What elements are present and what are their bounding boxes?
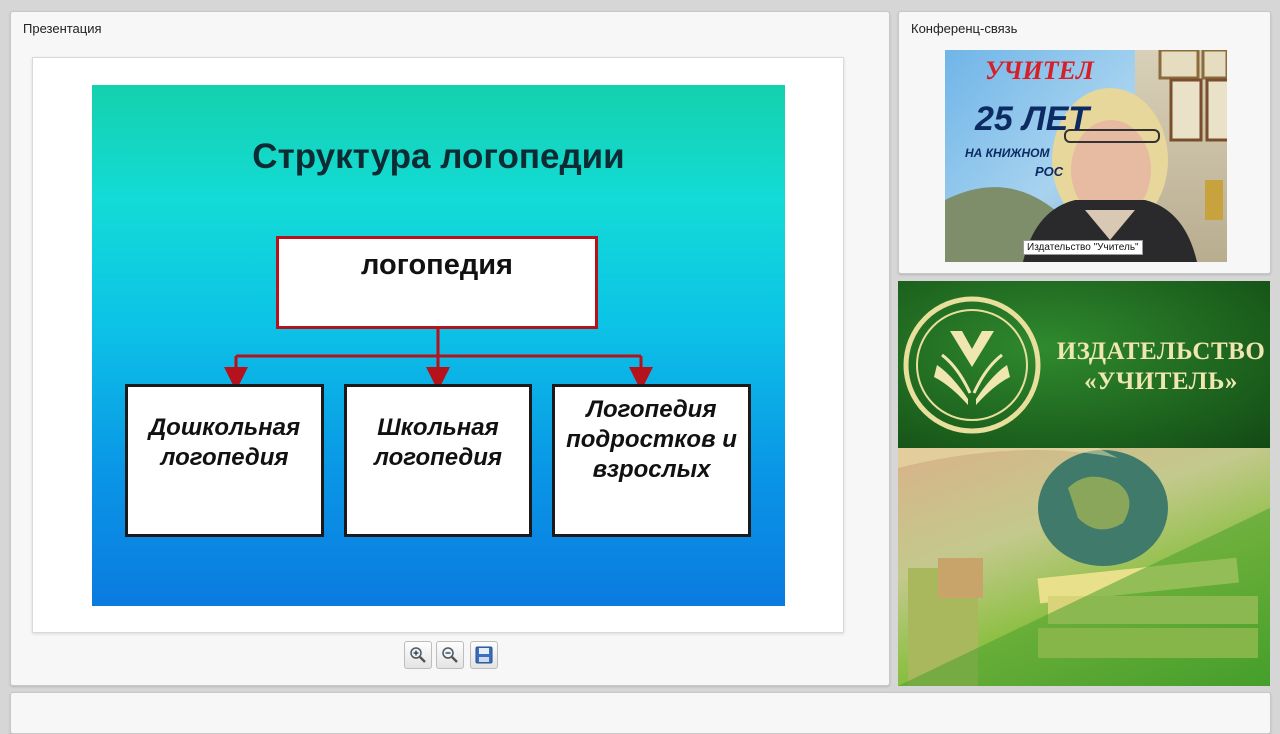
promo-logo-area: ИЗДАТЕЛЬСТВО «УЧИТЕЛЬ»	[898, 281, 1270, 448]
promo-books-image	[898, 448, 1270, 686]
child-box-label: Логопедия подростков и взрослых	[566, 396, 737, 483]
child-box-label: Школьная логопедия	[373, 414, 503, 471]
child-box-label: Дошкольная логопедия	[148, 414, 301, 471]
save-button[interactable]	[470, 641, 498, 669]
conference-panel-title: Конференц-связь	[911, 21, 1018, 36]
slide-frame: Структура логопедии логопедия Дошкольная…	[32, 57, 844, 633]
root-box: логопедия	[276, 236, 598, 329]
publisher-logo-icon	[903, 296, 1041, 434]
slide: Структура логопедии логопедия Дошкольная…	[92, 85, 785, 606]
slide-title: Структура логопедии	[252, 137, 625, 176]
zoom-out-icon	[442, 647, 458, 663]
presentation-panel: Презентация Структура логопедии логопеди…	[10, 11, 890, 686]
publisher-name-line1: ИЗДАТЕЛЬСТВО	[1056, 338, 1266, 365]
zoom-in-button[interactable]	[404, 641, 432, 669]
video-participant-label: Издательство "Учитель"	[1023, 240, 1143, 255]
banner-line1: 25 ЛЕТ	[975, 100, 1090, 138]
banner-brand: УЧИТЕЛ	[985, 56, 1094, 85]
publisher-name: ИЗДАТЕЛЬСТВО «УЧИТЕЛЬ»	[1056, 337, 1266, 397]
zoom-out-button[interactable]	[436, 641, 464, 669]
video-background	[945, 50, 1227, 262]
presentation-panel-title: Презентация	[23, 21, 102, 36]
child-box-adults: Логопедия подростков и взрослых	[552, 384, 751, 537]
child-box-school: Школьная логопедия	[344, 384, 532, 537]
publisher-name-line2: «УЧИТЕЛЬ»	[1084, 368, 1238, 395]
conference-panel: Конференц-связь	[898, 11, 1271, 274]
zoom-in-icon	[410, 647, 426, 663]
books-globe-illustration	[898, 448, 1270, 686]
video-feed: УЧИТЕЛ 25 ЛЕТ НА КНИЖНОМ РОС Издательств…	[945, 50, 1227, 262]
root-box-label: логопедия	[361, 249, 513, 281]
child-box-preschool: Дошкольная логопедия	[125, 384, 324, 537]
slide-connectors	[224, 329, 653, 391]
banner-line2: НА КНИЖНОМ	[965, 146, 1050, 160]
save-icon	[475, 646, 493, 664]
promo-banner: ИЗДАТЕЛЬСТВО «УЧИТЕЛЬ»	[898, 281, 1270, 686]
bottom-panel	[10, 692, 1271, 734]
banner-line3: РОС	[1035, 164, 1064, 179]
